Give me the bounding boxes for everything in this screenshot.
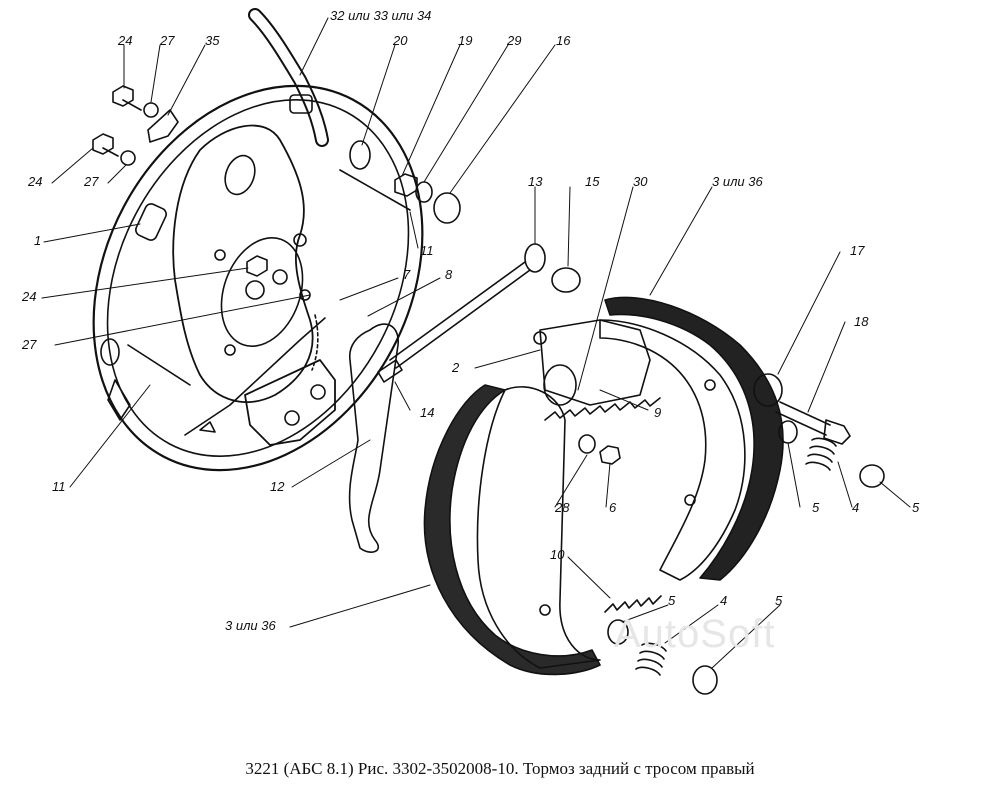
label-35: 35 — [205, 33, 220, 48]
figure-caption: 3221 (АБС 8.1) Рис. 3302-3502008-10. Тор… — [245, 759, 755, 778]
label-1: 1 — [34, 233, 42, 248]
label-17: 17 — [850, 243, 865, 258]
label-10: 10 — [550, 547, 565, 562]
washer-5-far — [859, 464, 885, 488]
label-3-36-bottom: 3 или 36 — [225, 618, 276, 633]
bushing-15 — [551, 267, 581, 293]
brake-shoe-front — [423, 384, 601, 676]
strut-rod-13 — [377, 243, 546, 383]
pin-18 — [775, 401, 851, 445]
label-11-top: 11 — [420, 243, 434, 258]
washer-27-top — [143, 102, 159, 118]
bolt-24-top — [112, 85, 142, 111]
label-27-mid: 27 — [84, 174, 99, 189]
label-5-far: 5 — [912, 500, 920, 515]
bracket-35 — [147, 109, 179, 143]
label-27-low: 27 — [22, 337, 37, 352]
pin-11-low — [127, 344, 191, 386]
spring-4-bottom — [635, 642, 667, 676]
washer-27-mid — [120, 150, 136, 166]
nut-19 — [394, 173, 418, 197]
label-12: 12 — [270, 479, 285, 494]
label-2: 2 — [452, 360, 460, 375]
label-8: 8 — [445, 267, 453, 282]
label-5-bottom2: 5 — [775, 593, 783, 608]
backing-plate — [92, 84, 424, 472]
label-11-low: 11 — [52, 479, 66, 494]
spring-4-right — [805, 437, 837, 471]
label-14: 14 — [420, 405, 435, 420]
label-18: 18 — [854, 314, 869, 329]
label-32-33-34: 32 или 33 или 34 — [330, 8, 432, 23]
brake-cable — [248, 8, 329, 147]
label-5-right: 5 — [812, 500, 820, 515]
label-7: 7 — [403, 267, 411, 282]
label-28: 28 — [555, 500, 570, 515]
label-30: 30 — [633, 174, 648, 189]
watermark: AutoSoft — [614, 612, 776, 656]
label-19: 19 — [458, 33, 473, 48]
spring-9 — [544, 397, 661, 421]
washer-5-bottom — [607, 619, 629, 645]
label-4-bottom: 4 — [720, 593, 728, 608]
cup-17 — [753, 373, 783, 407]
nut-6 — [599, 445, 621, 465]
spring-10 — [604, 595, 662, 613]
label-15: 15 — [585, 174, 600, 189]
label-24-top: 24 — [118, 33, 133, 48]
label-29: 29 — [507, 33, 522, 48]
label-3-36-top: 3 или 36 — [712, 174, 763, 189]
label-24-low: 24 — [22, 289, 37, 304]
label-20: 20 — [393, 33, 408, 48]
label-6: 6 — [609, 500, 617, 515]
label-4-right: 4 — [852, 500, 860, 515]
adjuster-assembly — [184, 314, 336, 446]
label-5-bottom: 5 — [668, 593, 676, 608]
brake-shoe-rear — [599, 296, 784, 581]
washer-28 — [578, 434, 596, 454]
bushing-16 — [433, 192, 461, 224]
pin-11-top — [339, 169, 411, 211]
bolt-24-mid — [92, 133, 119, 157]
label-27-top: 27 — [160, 33, 175, 48]
bolt-24-low — [246, 255, 268, 277]
label-16: 16 — [556, 33, 571, 48]
label-24-mid: 24 — [28, 174, 43, 189]
wheel-cylinder-2 — [533, 319, 651, 406]
leader-lines — [41, 17, 911, 669]
washer-5-bottom2 — [692, 665, 718, 695]
parking-lever-12 — [348, 323, 399, 553]
label-9: 9 — [654, 405, 662, 420]
label-13: 13 — [528, 174, 543, 189]
